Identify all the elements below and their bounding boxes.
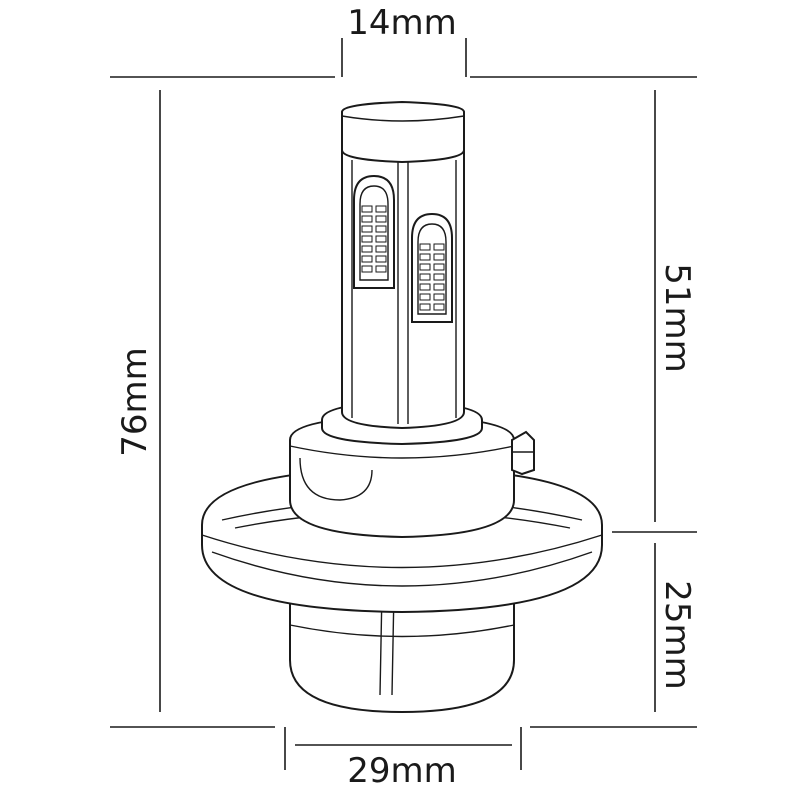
dimension-top-width: 14mm [347,3,457,43]
led-panel-right [411,212,453,323]
led-panel-left [353,174,395,289]
dimension-total-height: 76mm [115,347,155,457]
dimension-base-width: 29mm [347,751,457,791]
dimension-lower-height: 25mm [657,580,697,690]
dimension-lines [110,38,697,770]
side-lug [511,430,535,476]
top-cap [341,100,465,164]
dimension-upper-height: 51mm [657,263,697,373]
base-cylinder [289,589,515,714]
led-bulb-illustration [201,100,603,714]
